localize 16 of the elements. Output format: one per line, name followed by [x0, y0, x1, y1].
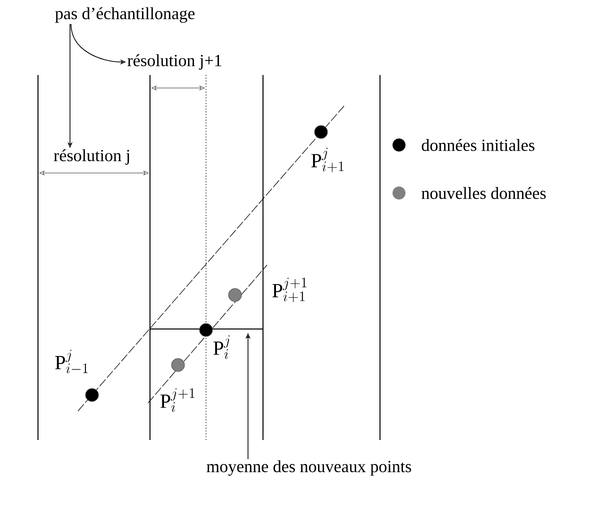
point-label: $\mathrm{P}^{j+1}_{i+1}$: [272, 278, 306, 302]
point-label: $\mathrm{P}^{j}_{i-1}$: [55, 350, 88, 374]
data-point: [228, 288, 242, 302]
point-label: $\mathrm{P}^{j}_{i}$: [213, 335, 230, 359]
data-point: [314, 125, 328, 139]
legend-label: nouvelles données: [422, 187, 546, 199]
text-label: moyenne des nouveaux points: [206, 460, 412, 476]
legend-label: données initiales: [422, 139, 534, 151]
text-label: résolution j+1: [128, 54, 222, 70]
point-label: $\mathrm{P}^{j}_{i+1}$: [311, 148, 344, 172]
data-point: [199, 323, 213, 337]
data-point: [85, 388, 99, 402]
text-label: résolution j: [54, 149, 130, 165]
data-point: [171, 358, 185, 372]
point-label: $\mathrm{P}^{j+1}_{i}$: [160, 388, 194, 412]
text-label: pas d’échantillonage: [55, 7, 195, 23]
